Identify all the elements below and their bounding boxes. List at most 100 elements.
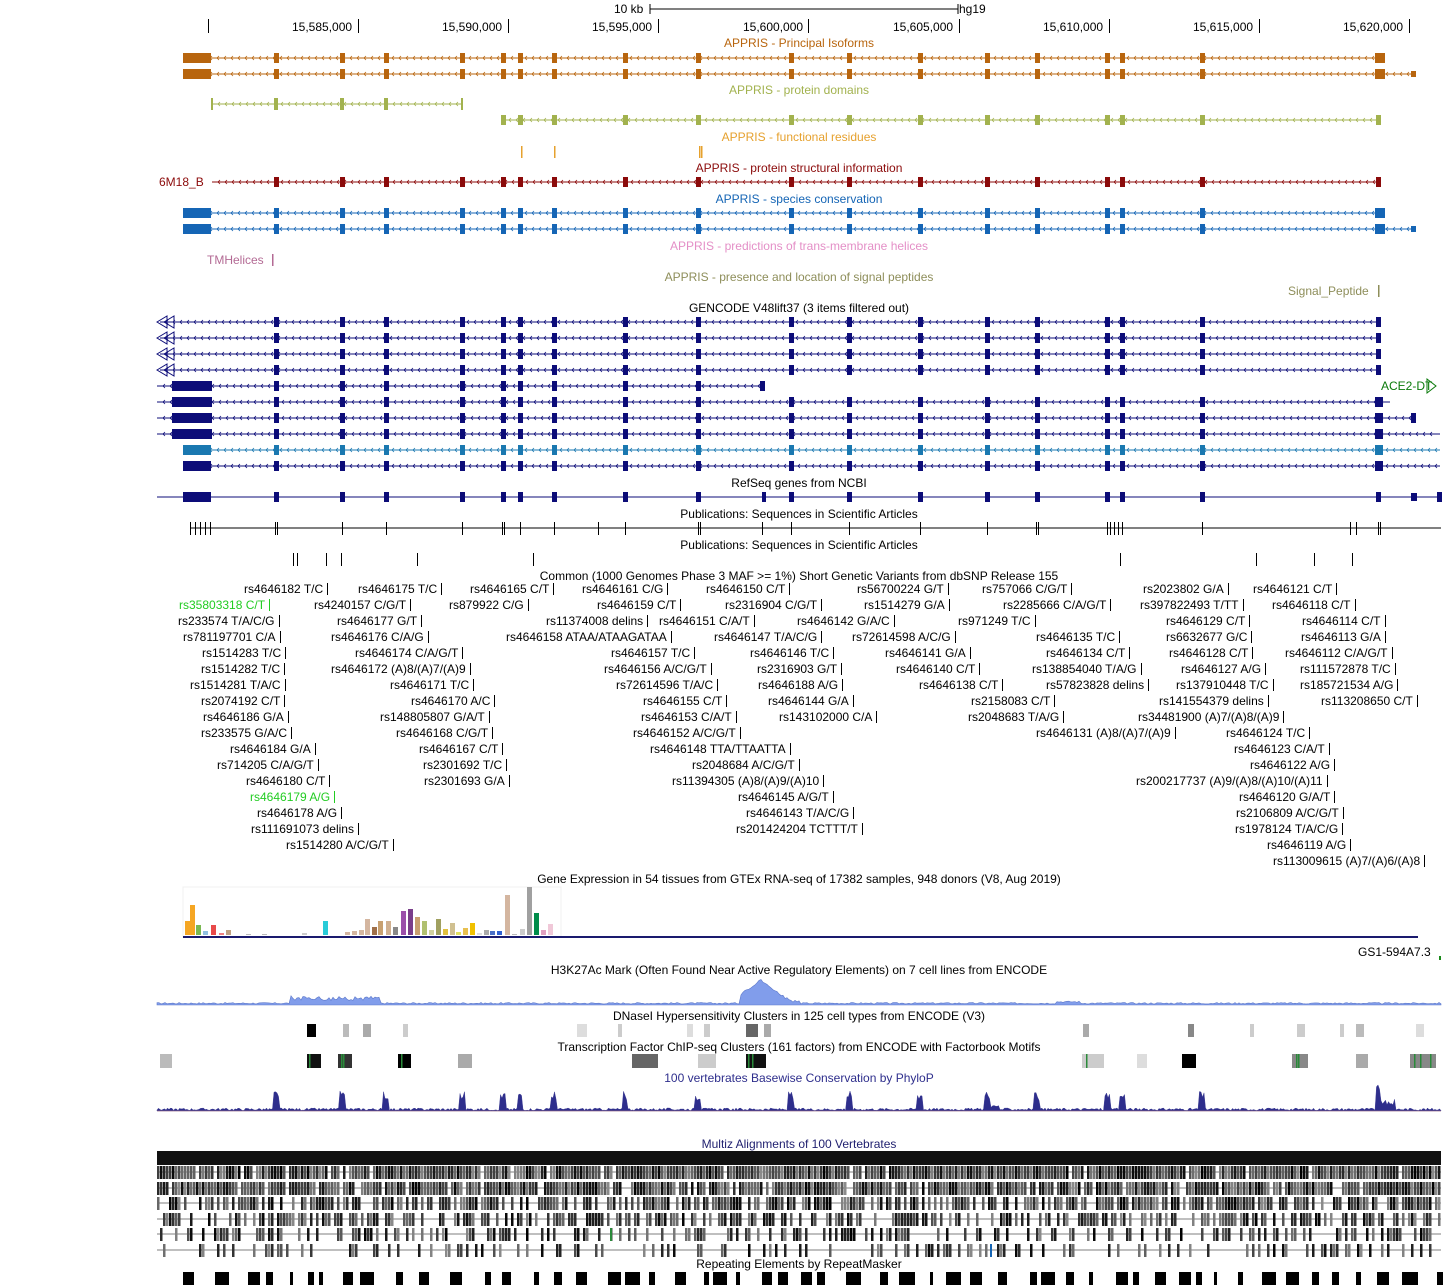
track-title-appris-conservation[interactable]: APPRIS - species conservation bbox=[715, 192, 883, 206]
snp-label[interactable]: rs879922 C/G bbox=[449, 598, 524, 612]
snp-label[interactable]: rs4646150 C/T bbox=[706, 582, 786, 596]
track-title-appris-tm[interactable]: APPRIS - predictions of trans-membrane h… bbox=[669, 239, 929, 253]
snp-label[interactable]: rs4646152 A/C/G/T bbox=[633, 726, 736, 740]
track-title-snp[interactable]: Common (1000 Genomes Phase 3 MAF >= 1%) … bbox=[539, 569, 1059, 583]
snp-label[interactable]: rs1514281 T/A/C bbox=[190, 678, 281, 692]
snp-label[interactable]: rs4646172 (A)8/(A)7/(A)9 bbox=[331, 662, 466, 676]
snp-label[interactable]: rs4646168 C/G/T bbox=[396, 726, 489, 740]
snp-label[interactable]: rs4646146 T/C bbox=[750, 646, 830, 660]
snp-label[interactable]: rs4646171 T/C bbox=[390, 678, 470, 692]
snp-label[interactable]: rs4646188 A/G bbox=[758, 678, 839, 692]
snp-label[interactable]: rs4646153 C/A/T bbox=[641, 710, 732, 724]
snp-label[interactable]: rs200217737 (A)9/(A)8/(A)10/(A)11 bbox=[1136, 774, 1323, 788]
snp-label[interactable]: rs34481900 (A)7/(A)8/(A)9 bbox=[1138, 710, 1280, 724]
snp-label[interactable]: rs57823828 delins bbox=[1046, 678, 1145, 692]
track-title-pubs-1[interactable]: Publications: Sequences in Scientific Ar… bbox=[680, 507, 918, 521]
snp-label[interactable]: rs4646176 C/A/G bbox=[331, 630, 424, 644]
snp-label[interactable]: rs757066 C/G/T bbox=[982, 582, 1068, 596]
snp-label[interactable]: rs2285666 C/A/G/T bbox=[1003, 598, 1107, 612]
snp-label[interactable]: rs137910448 T/C bbox=[1176, 678, 1269, 692]
snp-label[interactable]: rs4646122 A/G bbox=[1250, 758, 1331, 772]
ace2-dt-item-label[interactable]: ACE2-DT bbox=[1381, 379, 1433, 393]
track-title-appris-structural[interactable]: APPRIS - protein structural information bbox=[695, 161, 903, 175]
snp-label[interactable]: rs4646177 G/T bbox=[337, 614, 418, 628]
snp-label[interactable]: rs4646167 C/T bbox=[419, 742, 499, 756]
structure-item-label[interactable]: 6M18_B bbox=[159, 175, 204, 189]
snp-label[interactable]: rs4646144 G/A bbox=[768, 694, 849, 708]
track-title-refseq[interactable]: RefSeq genes from NCBI bbox=[731, 476, 867, 490]
snp-label[interactable]: rs2106809 A/C/G/T bbox=[1236, 806, 1339, 820]
snp-label[interactable]: rs201424204 TCTTT/T bbox=[736, 822, 858, 836]
track-title-multiz[interactable]: Multiz Alignments of 100 Vertebrates bbox=[701, 1137, 897, 1151]
snp-label[interactable]: rs4646151 C/A/T bbox=[659, 614, 750, 628]
snp-label[interactable]: rs185721534 A/G bbox=[1300, 678, 1394, 692]
snp-label[interactable]: rs4646155 C/T bbox=[643, 694, 723, 708]
snp-label[interactable]: rs4646128 C/T bbox=[1169, 646, 1249, 660]
snp-label[interactable]: rs4646123 C/A/T bbox=[1234, 742, 1325, 756]
snp-label[interactable]: rs4646129 C/T bbox=[1166, 614, 1246, 628]
snp-label[interactable]: rs4646114 C/T bbox=[1302, 614, 1381, 628]
track-title-appris-signal[interactable]: APPRIS - presence and location of signal… bbox=[664, 270, 934, 284]
snp-label[interactable]: rs4646141 G/A bbox=[885, 646, 966, 660]
track-title-appris-principal[interactable]: APPRIS - Principal Isoforms bbox=[723, 36, 875, 50]
snp-label[interactable]: rs2301693 G/A bbox=[424, 774, 505, 788]
snp-label[interactable]: rs714205 C/A/G/T bbox=[217, 758, 314, 772]
snp-label[interactable]: rs4646127 A/G bbox=[1181, 662, 1262, 676]
snp-label[interactable]: rs72614596 T/A/C bbox=[616, 678, 714, 692]
snp-label[interactable]: rs4646165 C/T bbox=[470, 582, 550, 596]
snp-label[interactable]: rs111572878 T/C bbox=[1300, 662, 1391, 676]
snp-label[interactable]: rs4646170 A/C bbox=[411, 694, 491, 708]
snp-label[interactable]: rs4646148 TTA/TTAATTA bbox=[650, 742, 786, 756]
snp-label[interactable]: rs4240157 C/G/T bbox=[314, 598, 407, 612]
tmhelices-item-label[interactable]: TMHelices bbox=[207, 253, 264, 267]
snp-label[interactable]: rs11374008 delins bbox=[546, 614, 644, 628]
snp-label[interactable]: rs4646124 T/C bbox=[1226, 726, 1306, 740]
track-title-gencode[interactable]: GENCODE V48lift37 (3 items filtered out) bbox=[688, 301, 910, 315]
snp-label[interactable]: rs4646120 G/A/T bbox=[1239, 790, 1331, 804]
snp-label[interactable]: rs1514280 A/C/G/T bbox=[286, 838, 389, 852]
snp-label[interactable]: rs72614598 A/C/G bbox=[852, 630, 951, 644]
snp-label[interactable]: rs4646112 C/A/G/T bbox=[1285, 646, 1388, 660]
track-title-rmsk[interactable]: Repeating Elements by RepeatMasker bbox=[696, 1257, 902, 1271]
snp-label[interactable]: rs4646118 C/T bbox=[1272, 598, 1351, 612]
track-title-dnase[interactable]: DNaseI Hypersensitivity Clusters in 125 … bbox=[612, 1009, 986, 1023]
snp-label[interactable]: rs2316904 C/G/T bbox=[725, 598, 818, 612]
snp-label[interactable]: rs6632677 G/C bbox=[1166, 630, 1248, 644]
snp-label[interactable]: rs4646145 A/G/T bbox=[738, 790, 829, 804]
snp-label[interactable]: rs4646184 G/A bbox=[230, 742, 311, 756]
snp-label[interactable]: rs143102000 C/A bbox=[779, 710, 873, 724]
snp-label[interactable]: rs4646140 C/T bbox=[896, 662, 976, 676]
snp-label[interactable]: rs4646121 C/T bbox=[1253, 582, 1333, 596]
snp-label[interactable]: rs2074192 C/T bbox=[201, 694, 281, 708]
track-title-gtex[interactable]: Gene Expression in 54 tissues from GTEx … bbox=[537, 872, 1061, 886]
snp-label[interactable]: rs4646174 C/A/G/T bbox=[355, 646, 459, 660]
snp-label[interactable]: rs4646175 T/C bbox=[358, 582, 438, 596]
snp-label[interactable]: rs781197701 C/A bbox=[183, 630, 276, 644]
snp-label[interactable]: rs111691073 delins bbox=[251, 822, 354, 836]
snp-label[interactable]: rs4646157 T/C bbox=[611, 646, 691, 660]
snp-label[interactable]: rs4646178 A/G bbox=[257, 806, 338, 820]
snp-label[interactable]: rs1514279 G/A bbox=[864, 598, 945, 612]
track-title-appris-domains[interactable]: APPRIS - protein domains bbox=[728, 83, 870, 97]
track-title-pubs-2[interactable]: Publications: Sequences in Scientific Ar… bbox=[680, 538, 918, 552]
snp-label[interactable]: rs35803318 C/T bbox=[179, 598, 266, 612]
snp-label[interactable]: rs138854040 T/A/G bbox=[1032, 662, 1137, 676]
track-title-phylop[interactable]: 100 vertebrates Basewise Conservation by… bbox=[664, 1071, 934, 1085]
snp-label[interactable]: rs11394305 (A)8/(A)9/(A)10 bbox=[672, 774, 820, 788]
snp-label[interactable]: rs4646161 C/G bbox=[582, 582, 664, 596]
snp-label[interactable]: rs4646138 C/T bbox=[919, 678, 999, 692]
snp-label[interactable]: rs4646142 G/A/C bbox=[797, 614, 890, 628]
snp-label[interactable]: rs397822493 T/TT bbox=[1140, 598, 1239, 612]
snp-label[interactable]: rs4646179 A/G bbox=[250, 790, 331, 804]
snp-label[interactable]: rs233575 G/A/C bbox=[201, 726, 288, 740]
snp-label[interactable]: rs4646156 A/C/G/T bbox=[604, 662, 707, 676]
snp-label[interactable]: rs56700224 G/T bbox=[857, 582, 944, 596]
snp-label[interactable]: rs148805807 G/A/T bbox=[380, 710, 485, 724]
snp-label[interactable]: rs4646131 (A)8/(A)7/(A)9 bbox=[1036, 726, 1171, 740]
snp-label[interactable]: rs4646182 T/C bbox=[244, 582, 324, 596]
snp-label[interactable]: rs4646143 T/A/C/G bbox=[746, 806, 850, 820]
track-title-tfbs[interactable]: Transcription Factor ChIP-seq Clusters (… bbox=[557, 1040, 1041, 1054]
snp-label[interactable]: rs4646135 T/C bbox=[1036, 630, 1116, 644]
snp-label[interactable]: rs4646147 T/A/C/G bbox=[714, 630, 818, 644]
snp-label[interactable]: rs113009615 (A)7/(A)6/(A)8 bbox=[1273, 854, 1421, 868]
